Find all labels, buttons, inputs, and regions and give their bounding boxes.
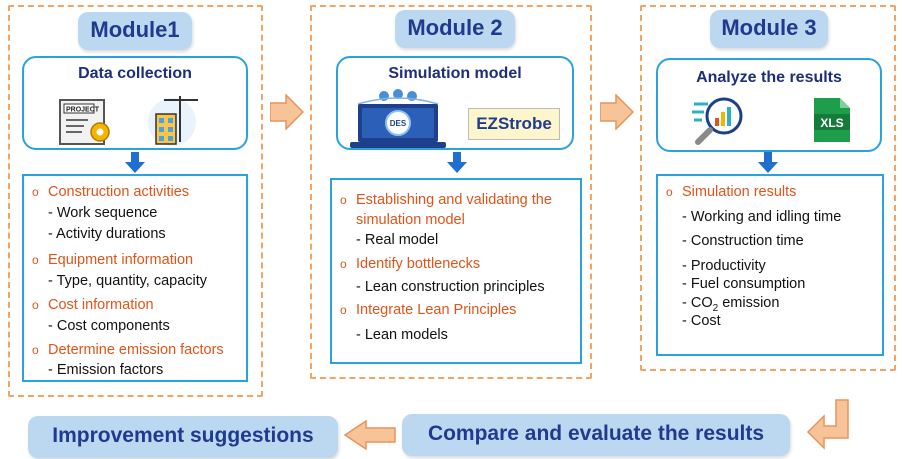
improvement-suggestions-pill: Improvement suggestions	[28, 416, 338, 458]
module-2-title: Module 2	[395, 10, 515, 48]
module-3-down-arrow	[758, 152, 778, 173]
sub-construction-time: - Construction time	[682, 233, 804, 249]
analytics-magnifier-icon	[692, 97, 743, 145]
module-1-frame	[8, 5, 263, 397]
module-1-heading-box: Data collection PROJECT	[22, 56, 248, 150]
sub-activity-durations: - Activity durations	[48, 226, 166, 242]
module-2-heading: Simulation model	[388, 65, 522, 82]
des-laptop-icon: DES	[350, 89, 446, 148]
sub-cost: - Cost	[682, 313, 721, 329]
module-3-heading-box: Analyze the results XLS	[656, 58, 882, 152]
excel-file-icon: XLS	[814, 98, 850, 142]
sub-emission-factors: - Emission factors	[48, 362, 164, 378]
sub-lean-construction-principles: - Lean construction principles	[356, 279, 545, 295]
module-1-to-2-arrow	[270, 94, 304, 130]
module-3-heading: Analyze the results	[696, 69, 842, 86]
construction-building-icon	[148, 96, 198, 146]
module-1-heading: Data collection	[78, 65, 192, 82]
sub-co2-emission: - CO2 emission	[682, 295, 780, 314]
sub-work-sequence: - Work sequence	[48, 205, 158, 221]
module-2-to-3-arrow	[600, 94, 634, 130]
sub-cost-components: - Cost components	[48, 318, 170, 334]
module-1-title: Module1	[78, 12, 192, 50]
sub-lean-models: - Lean models	[356, 327, 448, 343]
sub-fuel-consumption: - Fuel consumption	[682, 276, 806, 292]
project-document-icon: PROJECT	[59, 99, 110, 145]
module-3-title: Module 3	[710, 10, 828, 48]
ezstrobe-label: EZStrobe	[468, 108, 560, 140]
module-1-down-arrow	[125, 152, 145, 173]
compare-evaluate-pill: Compare and evaluate the results	[402, 414, 790, 456]
category-establishing-validating-cont: simulation model	[356, 212, 465, 228]
compare-to-improve-arrow	[344, 420, 396, 450]
project-icon-text: PROJECT	[66, 107, 100, 114]
module-2-down-arrow	[447, 152, 467, 173]
des-icon-text: DES	[390, 119, 407, 128]
sub-productivity: - Productivity	[682, 258, 766, 274]
module-2-heading-box: Simulation model DES EZStrobe	[336, 56, 574, 150]
xls-icon-text: XLS	[820, 116, 843, 130]
sub-working-idling-time: - Working and idling time	[682, 209, 842, 225]
module-3-frame	[640, 5, 896, 371]
sub-real-model: - Real model	[356, 232, 439, 248]
elbow-return-arrow	[806, 399, 849, 450]
module-2-frame	[310, 5, 592, 379]
sub-type-quantity-capacity: - Type, quantity, capacity	[48, 273, 208, 289]
